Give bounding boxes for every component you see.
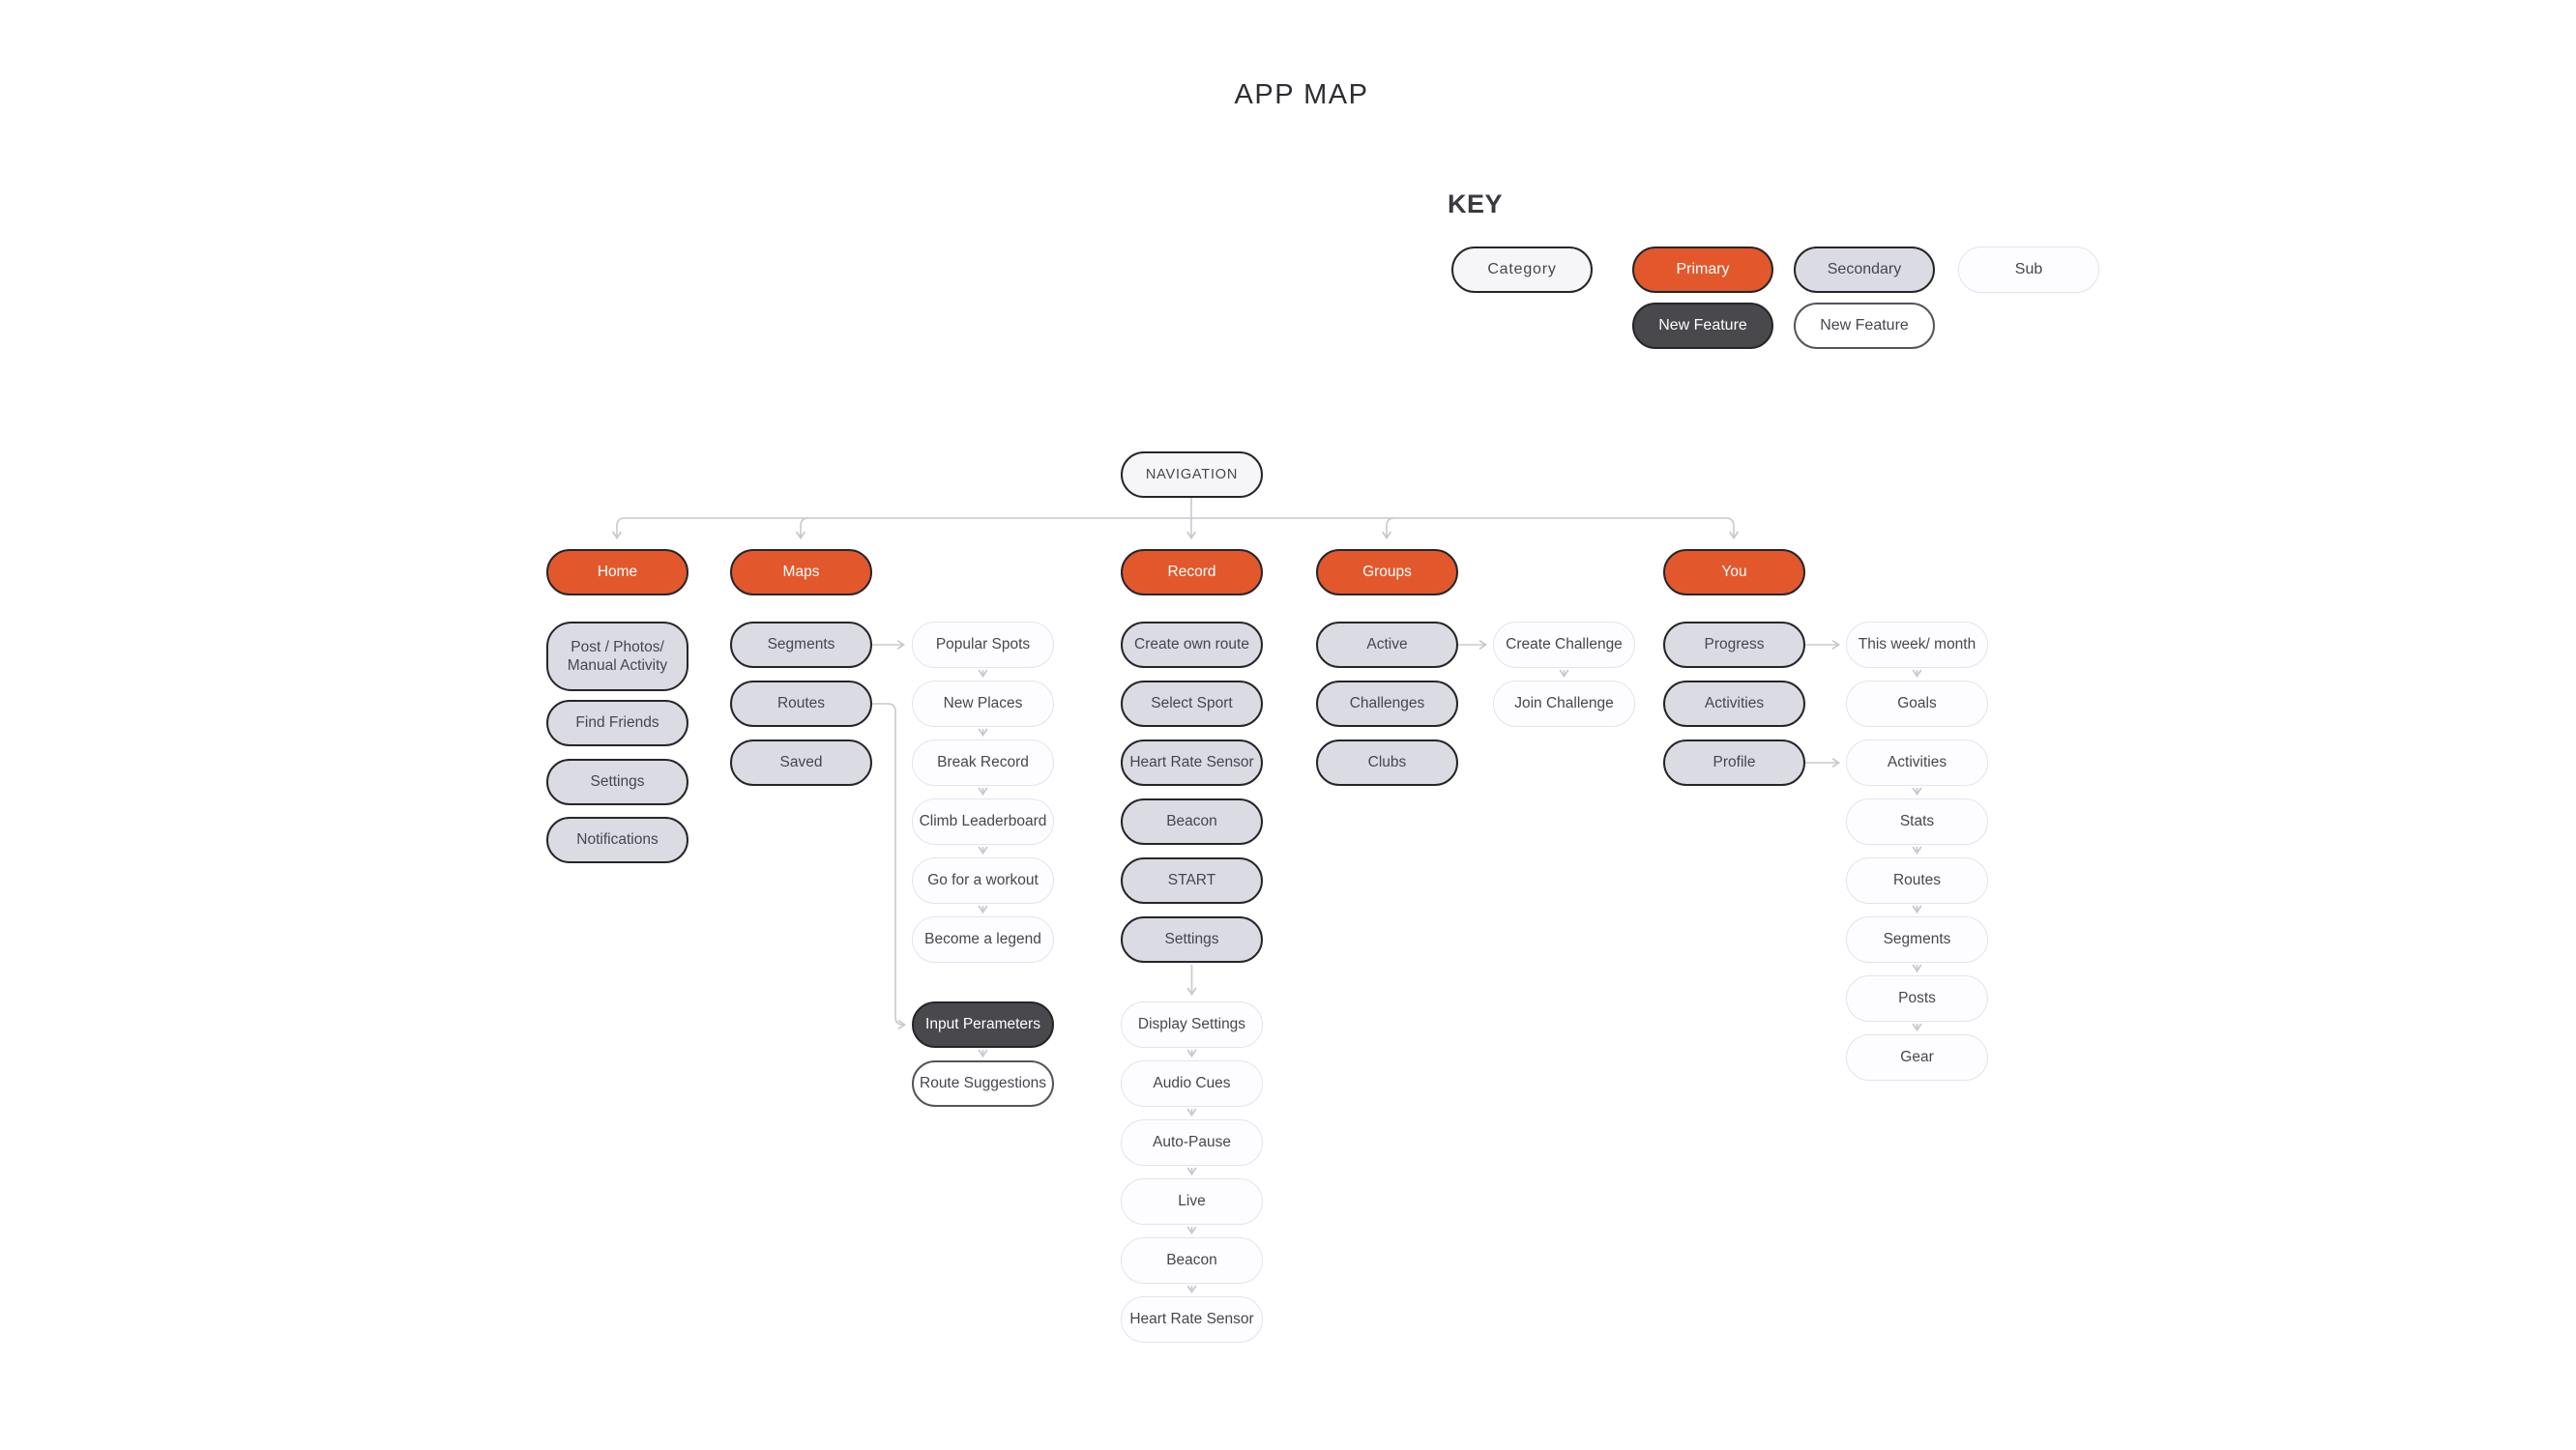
node-activities-sub: Activities (1846, 740, 1988, 786)
node-heart-rate-sensor-record: Heart Rate Sensor (1121, 740, 1263, 786)
node-maps: Maps (730, 549, 872, 595)
node-posts: Posts (1846, 975, 1988, 1022)
key-item-category: Category (1451, 246, 1593, 293)
node-beacon-sub: Beacon (1121, 1237, 1263, 1284)
key-item-primary: Primary (1632, 246, 1773, 293)
node-stats: Stats (1846, 798, 1988, 845)
node-challenges: Challenges (1316, 681, 1458, 727)
node-go-for-a-workout: Go for a workout (912, 857, 1054, 904)
node-create-own-route: Create own route (1121, 622, 1263, 668)
key-item-secondary: Secondary (1794, 246, 1935, 293)
node-route-suggestions: Route Suggestions (912, 1060, 1054, 1107)
node-segments-you: Segments (1846, 916, 1988, 963)
node-start: START (1121, 857, 1263, 904)
node-active: Active (1316, 622, 1458, 668)
node-post-photos-manual-activity: Post / Photos/ Manual Activity (546, 622, 688, 691)
node-goals: Goals (1846, 681, 1988, 727)
node-gear: Gear (1846, 1034, 1988, 1081)
key-heading: KEY (1448, 189, 1504, 218)
node-you: You (1663, 549, 1805, 595)
node-groups: Groups (1316, 549, 1458, 595)
node-find-friends: Find Friends (546, 700, 688, 746)
node-notifications: Notifications (546, 817, 688, 863)
node-become-a-legend: Become a legend (912, 916, 1054, 963)
node-saved: Saved (730, 740, 872, 786)
node-profile: Profile (1663, 740, 1805, 786)
page-title: APP MAP (1234, 79, 1369, 110)
key-item-new-feature-outline: New Feature (1794, 303, 1935, 349)
node-break-record: Break Record (912, 740, 1054, 786)
node-audio-cues: Audio Cues (1121, 1060, 1263, 1107)
node-home: Home (546, 549, 688, 595)
node-new-places: New Places (912, 681, 1054, 727)
node-input-perameters: Input Perameters (912, 1001, 1054, 1048)
node-heart-rate-sensor-sub: Heart Rate Sensor (1121, 1296, 1263, 1343)
node-settings-home: Settings (546, 759, 688, 805)
node-climb-leaderboard: Climb Leaderboard (912, 798, 1054, 845)
node-create-challenge: Create Challenge (1493, 622, 1635, 668)
node-navigation: NAVIGATION (1121, 451, 1263, 498)
key-item-sub: Sub (1958, 246, 2099, 293)
node-select-sport: Select Sport (1121, 681, 1263, 727)
node-beacon-record: Beacon (1121, 798, 1263, 845)
key-item-new-feature-dark: New Feature (1632, 303, 1773, 349)
node-segments: Segments (730, 622, 872, 668)
node-progress: Progress (1663, 622, 1805, 668)
node-clubs: Clubs (1316, 740, 1458, 786)
node-join-challenge: Join Challenge (1493, 681, 1635, 727)
node-live: Live (1121, 1178, 1263, 1225)
node-this-week-month: This week/ month (1846, 622, 1988, 668)
node-routes: Routes (730, 681, 872, 727)
node-auto-pause: Auto-Pause (1121, 1119, 1263, 1166)
node-routes-you: Routes (1846, 857, 1988, 904)
node-record: Record (1121, 549, 1263, 595)
node-popular-spots: Popular Spots (912, 622, 1054, 668)
node-activities-you: Activities (1663, 681, 1805, 727)
node-settings-record: Settings (1121, 916, 1263, 963)
node-display-settings: Display Settings (1121, 1001, 1263, 1048)
